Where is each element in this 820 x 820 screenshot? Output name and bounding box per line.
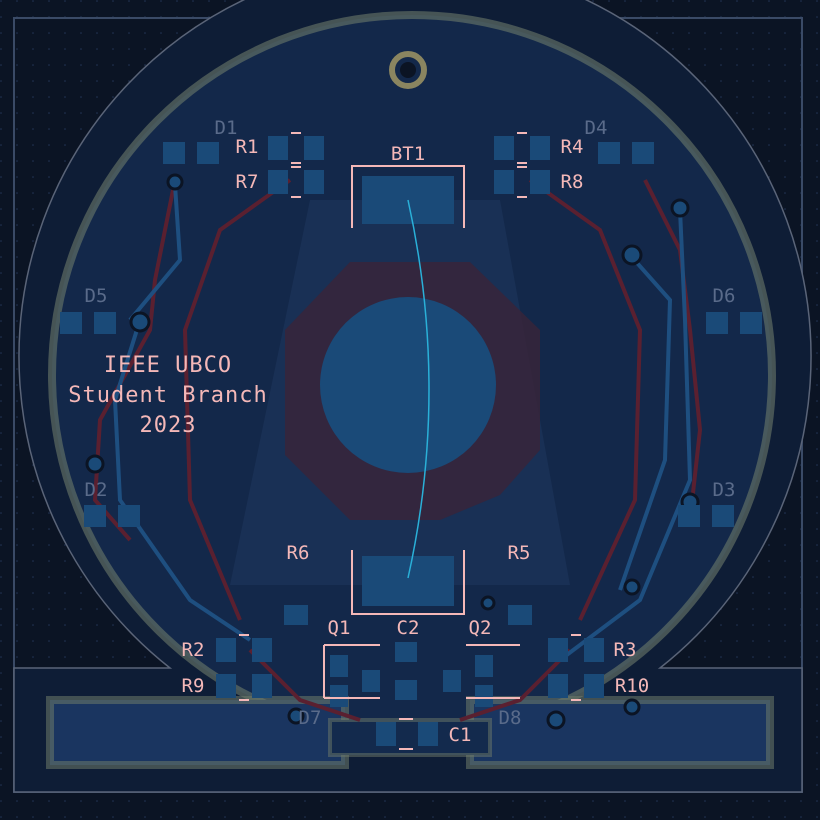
vias <box>85 173 700 730</box>
branch-line-2: Student Branch <box>68 383 267 408</box>
resistor-silk <box>239 132 581 750</box>
led-pads <box>60 142 762 527</box>
label-d8: D8 <box>499 707 522 729</box>
resistor-pads <box>216 136 604 746</box>
bt1-pad-bottom <box>362 556 454 606</box>
label-r9: R9 <box>182 675 205 697</box>
label-c2: C2 <box>397 617 420 639</box>
blue-traces <box>112 184 693 662</box>
mounting-hole <box>389 51 427 89</box>
transistor-outlines <box>323 644 520 699</box>
label-r8: R8 <box>561 171 584 193</box>
ratsnest-line <box>407 199 430 579</box>
label-d2: D2 <box>85 479 108 501</box>
label-r10: R10 <box>615 675 649 697</box>
mounting-hole-center <box>400 62 416 78</box>
label-q2: Q2 <box>469 617 492 639</box>
label-r6: R6 <box>287 542 310 564</box>
label-r4: R4 <box>561 136 584 158</box>
label-d7: D7 <box>299 707 322 729</box>
bt1-outline <box>351 165 465 615</box>
battery-pad <box>320 297 496 473</box>
label-d4: D4 <box>585 117 608 139</box>
branch-line-1: IEEE UBCO <box>104 353 232 378</box>
label-d6: D6 <box>713 285 736 307</box>
label-bt1: BT1 <box>391 143 425 165</box>
branch-line-3: 2023 <box>140 413 197 438</box>
transistor-pads <box>330 655 493 707</box>
label-r2: R2 <box>182 639 205 661</box>
label-c1: C1 <box>449 724 472 746</box>
label-d3: D3 <box>713 479 736 501</box>
label-r1: R1 <box>236 136 259 158</box>
label-r3: R3 <box>614 639 637 661</box>
label-q1: Q1 <box>328 617 351 639</box>
label-r5: R5 <box>508 542 531 564</box>
label-d1: D1 <box>215 117 238 139</box>
label-d5: D5 <box>85 285 108 307</box>
label-r7: R7 <box>236 171 259 193</box>
